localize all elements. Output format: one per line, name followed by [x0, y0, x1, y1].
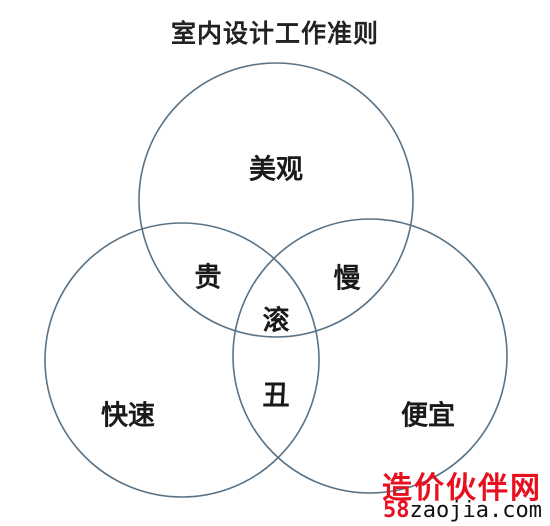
circle-left — [44, 222, 320, 498]
label-fast: 快速 — [101, 400, 155, 432]
label-cheap: 便宜 — [401, 400, 455, 432]
circle-top — [138, 62, 414, 338]
label-center: 滚 — [262, 305, 290, 337]
label-beautiful: 美观 — [249, 154, 303, 186]
watermark-number: 58 — [383, 498, 410, 523]
diagram-title: 室内设计工作准则 — [170, 19, 379, 48]
label-ugly: 丑 — [262, 380, 290, 412]
label-expensive: 贵 — [194, 262, 222, 294]
watermark-url: 58zaojia.com — [383, 498, 542, 523]
watermark-domain: zaojia.com — [409, 498, 542, 523]
circle-right — [232, 218, 508, 494]
watermark-brand: 造价伙伴网 — [382, 471, 542, 506]
label-slow: 慢 — [333, 263, 361, 295]
